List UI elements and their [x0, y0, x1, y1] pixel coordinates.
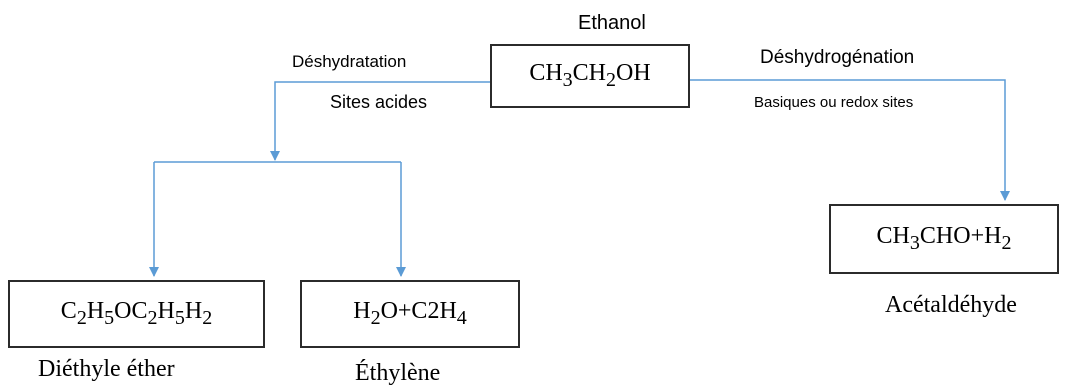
acetaldehyde-box: CH3CHO+H2	[829, 204, 1059, 274]
dehydration-label: Déshydratation	[292, 52, 407, 71]
reactant-caption: Ethanol	[578, 12, 646, 34]
dehydrogenation-arrow	[690, 79, 1010, 201]
ethylene-box: H2O+C2H4	[300, 280, 520, 348]
ethanol-box: CH3CH2OH	[490, 44, 690, 108]
dehydration-arrow	[270, 81, 492, 161]
acid-sites-label: Sites acides	[330, 92, 428, 112]
acetaldehyde-caption: Acétaldéhyde	[885, 292, 1017, 318]
ethanol-formula: CH3CH2OH	[529, 60, 651, 91]
diethyl-ether-formula: C2H5OC2H5H2	[60, 298, 213, 329]
ethylene-formula: H2O+C2H4	[353, 298, 467, 329]
ethylene-caption: Éthylène	[355, 360, 441, 386]
diethyl-ether-box: C2H5OC2H5H2	[8, 280, 265, 348]
basic-redox-sites-label: Basiques ou redox sites	[754, 94, 914, 111]
acetaldehyde-formula: CH3CHO+H2	[876, 223, 1012, 254]
dehydrogenation-label: Déshydrogénation	[760, 47, 915, 68]
diethyl-ether-caption: Diéthyle éther	[38, 356, 175, 382]
